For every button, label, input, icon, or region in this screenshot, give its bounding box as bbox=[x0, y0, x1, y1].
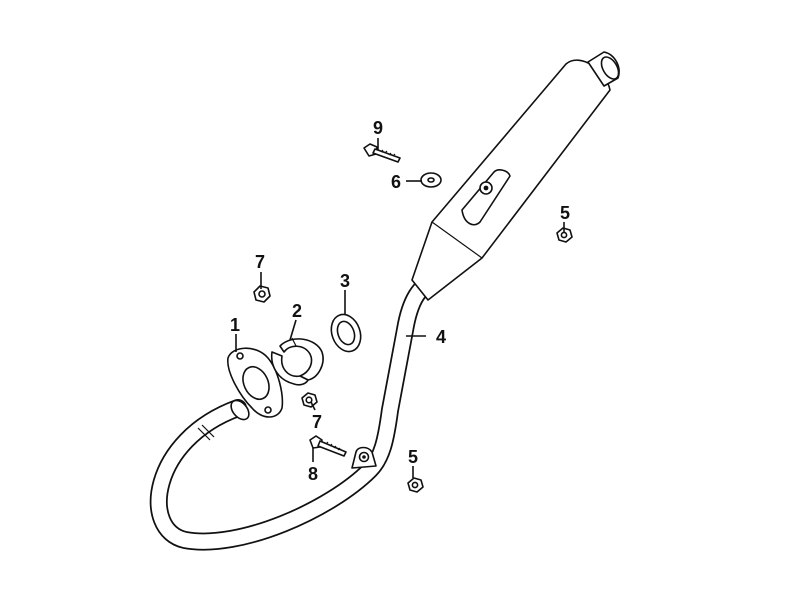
flange-part-1 bbox=[227, 347, 284, 418]
muffler-body bbox=[411, 51, 620, 301]
callout-labels: 9 6 5 7 3 2 1 4 7 8 5 bbox=[230, 118, 570, 484]
callout-2: 2 bbox=[292, 301, 302, 321]
nut-part-7-lower bbox=[301, 392, 318, 408]
callout-5-upper: 5 bbox=[560, 203, 570, 223]
washer-part-6 bbox=[420, 172, 442, 188]
callout-3: 3 bbox=[340, 271, 350, 291]
bolt-part-8 bbox=[309, 435, 347, 457]
callout-9: 9 bbox=[373, 118, 383, 138]
callout-1: 1 bbox=[230, 315, 240, 335]
leader-lines bbox=[235, 138, 565, 478]
nut-part-5-upper bbox=[556, 227, 573, 243]
split-collar-part-2 bbox=[270, 337, 324, 386]
callout-6: 6 bbox=[391, 172, 401, 192]
callout-4: 4 bbox=[436, 327, 446, 347]
exhaust-pipe-part-4 bbox=[149, 271, 444, 551]
bolt-part-9 bbox=[363, 143, 401, 163]
callout-8: 8 bbox=[308, 464, 318, 484]
gasket-ring-part-3 bbox=[330, 313, 362, 353]
nut-part-5-lower bbox=[407, 477, 424, 493]
callout-7-upper: 7 bbox=[255, 252, 265, 272]
pipe-mounting-bracket bbox=[351, 446, 377, 469]
callout-5-lower: 5 bbox=[408, 447, 418, 467]
nut-part-7-upper bbox=[253, 285, 271, 303]
callout-7-lower: 7 bbox=[312, 412, 322, 432]
